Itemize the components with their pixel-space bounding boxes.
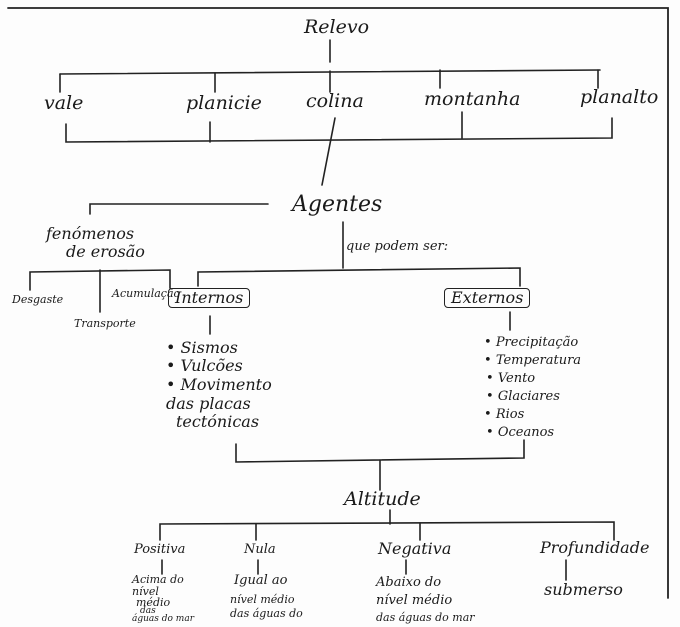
internal-item-vulcoes: • Vulcões xyxy=(166,356,243,375)
agents-title: Agentes xyxy=(292,192,383,217)
external-item-glaciares: • Glaciares xyxy=(486,389,560,404)
agents-connector: que podem ser: xyxy=(346,239,449,254)
landform-planicie: planicie xyxy=(186,92,262,114)
external-item-vento: • Vento xyxy=(486,371,536,386)
nula-desc-line1: Igual ao xyxy=(234,573,288,588)
positiva-desc-line3: médio xyxy=(136,596,171,609)
erosion-title-line2: de erosão xyxy=(66,242,145,261)
diagram-title: Relevo xyxy=(304,16,370,38)
erosion-stage-desgaste: Desgaste xyxy=(12,293,64,306)
erosion-title-line1: fenómenos xyxy=(46,224,135,243)
erosion-stage-acumulacao: Acumulação xyxy=(112,287,181,300)
erosion-stage-transporte: Transporte xyxy=(74,317,136,330)
altitude-type-negativa: Negativa xyxy=(378,539,452,558)
external-item-oceanos: • Oceanos xyxy=(486,425,555,440)
altitude-title: Altitude xyxy=(344,488,421,510)
internal-item-tectonicas: tectónicas xyxy=(176,412,260,431)
positiva-desc-line5: águas do mar xyxy=(132,614,195,624)
external-agents-box: Externos xyxy=(444,288,531,308)
landform-planalto: planalto xyxy=(580,86,659,108)
negativa-desc-line1: Abaixo do xyxy=(376,575,442,590)
altitude-type-profundidade: Profundidade xyxy=(540,538,650,557)
internal-item-sismos: • Sismos xyxy=(166,338,238,357)
landform-montanha: montanha xyxy=(424,88,521,110)
nula-desc-line2: nível médio xyxy=(230,593,295,606)
landform-colina: colina xyxy=(306,90,364,112)
nula-desc-line3: das águas do xyxy=(230,607,303,620)
external-item-rios: • Rios xyxy=(484,407,525,422)
positiva-desc-line1: Acima do xyxy=(132,573,184,586)
internal-agents-box: Internos xyxy=(168,288,251,308)
profundidade-desc-line1: submerso xyxy=(544,580,623,599)
altitude-type-positiva: Positiva xyxy=(134,542,186,557)
positiva-desc-line2: nível xyxy=(132,585,159,598)
altitude-type-nula: Nula xyxy=(244,542,276,557)
negativa-desc-line3: das águas do mar xyxy=(376,611,475,624)
positiva-desc-line4: das xyxy=(140,606,156,616)
landform-vale: vale xyxy=(44,92,84,114)
internal-item-movimento: • Movimento xyxy=(166,375,272,394)
external-item-precipitacao: • Precipitação xyxy=(484,335,579,350)
external-item-temperatura: • Temperatura xyxy=(484,353,582,368)
internal-item-das-placas: das placas xyxy=(166,394,251,413)
negativa-desc-line2: nível médio xyxy=(376,593,453,608)
